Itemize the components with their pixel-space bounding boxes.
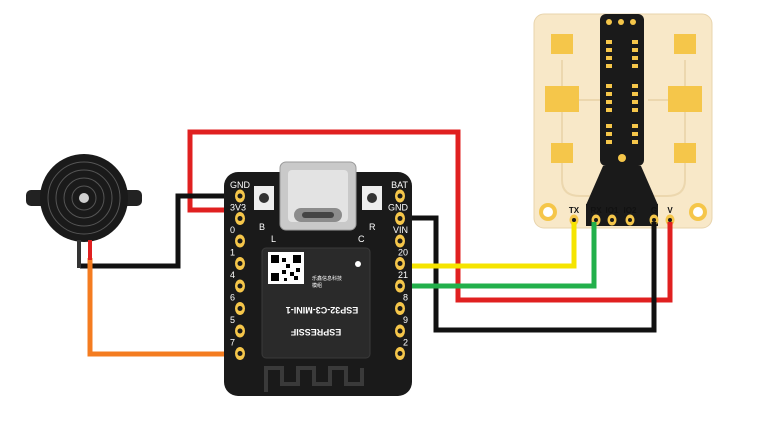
piezo-buzzer <box>26 154 142 268</box>
module-dot <box>355 261 361 267</box>
left-pin-label: GND <box>230 180 251 190</box>
right-pin-label: 20 <box>398 248 408 258</box>
right-pin-bat[interactable]: BAT <box>391 180 408 203</box>
left-pin-label: 6 <box>230 293 235 303</box>
sensor-pin-label: G <box>651 206 657 215</box>
board-pins-left: GND 3V3 0 1 4 6 5 7 <box>230 180 251 360</box>
left-pin-6[interactable]: 6 <box>230 293 245 316</box>
boot-button[interactable] <box>254 186 274 210</box>
esp32-c3-board: B R L C 乐鑫信息科技 模组 ESP32-C3-MINI-1 ESPRES… <box>224 161 412 396</box>
left-pin-4[interactable]: 4 <box>230 270 245 293</box>
module-model-label: ESP32-C3-MINI-1 <box>286 305 359 315</box>
reset-button[interactable] <box>362 186 382 210</box>
led-letter-c: C <box>358 234 365 244</box>
qr-code <box>268 252 304 284</box>
wire-green-21-to-rx <box>400 222 597 289</box>
wire-yellow-20-to-tx <box>400 222 577 269</box>
wire-black-gnd-to-buzzer <box>80 193 240 269</box>
sensor-pin-io1[interactable]: IO1 <box>606 206 619 226</box>
module-small-text-1: 乐鑫信息科技 <box>312 275 342 282</box>
sensor-mounting-holes <box>539 203 707 221</box>
right-pin-label: GND <box>388 203 409 213</box>
button-letter-b: B <box>259 222 265 232</box>
sensor-bottom-wedge <box>586 166 658 205</box>
sensor-pin-label: IO1 <box>606 206 619 215</box>
right-pin-20[interactable]: 20 <box>395 248 408 271</box>
left-pin-label: 5 <box>230 315 235 325</box>
buzzer-lead-negative <box>77 240 81 268</box>
left-pin-5[interactable]: 5 <box>230 315 245 338</box>
wire-red-3v3-to-v <box>187 129 673 303</box>
right-pin-label: BAT <box>391 180 408 190</box>
right-pin-21[interactable]: 21 <box>395 270 408 293</box>
left-pin-gnd[interactable]: GND <box>230 180 251 203</box>
wire-black-gnd-to-g <box>400 215 657 333</box>
sensor-pin-label: IO2 <box>624 206 637 215</box>
left-pin-1[interactable]: 1 <box>230 248 245 271</box>
espressif-brand-label: ESPRESSIF <box>290 327 341 337</box>
left-pin-label: 0 <box>230 225 235 235</box>
right-pin-gnd[interactable]: GND <box>388 203 409 226</box>
right-pin-label: 9 <box>403 315 408 325</box>
right-pin-9[interactable]: 9 <box>395 315 408 338</box>
led-letter-l: L <box>271 234 276 244</box>
sensor-chip-pads <box>606 19 638 162</box>
left-pin-label: 4 <box>230 270 235 280</box>
right-pin-2[interactable]: 2 <box>395 338 408 361</box>
left-pin-label: 1 <box>230 248 235 258</box>
wires <box>80 129 673 357</box>
sensor-pin-io2[interactable]: IO2 <box>624 206 637 226</box>
radar-sensor-module: TX RX IO1 IO2 G V <box>533 13 713 229</box>
buzzer-center <box>79 193 89 203</box>
left-pin-0[interactable]: 0 <box>230 225 245 248</box>
left-pin-3v3[interactable]: 3V3 <box>230 203 246 226</box>
right-pin-vin[interactable]: VIN <box>393 225 408 248</box>
left-pin-label: 7 <box>230 338 235 348</box>
sensor-pin-label: TX <box>569 206 580 215</box>
sensor-pin-label: RX <box>590 206 602 215</box>
module-small-text-2: 模组 <box>312 282 322 289</box>
sensor-pin-label: V <box>667 206 673 215</box>
right-pin-label: VIN <box>393 225 408 235</box>
left-pin-label: 3V3 <box>230 203 246 213</box>
board-antenna <box>264 366 364 392</box>
right-pin-8[interactable]: 8 <box>395 293 408 316</box>
board-pins-right: BAT GND VIN 20 21 8 9 2 <box>388 180 409 360</box>
right-pin-label: 21 <box>398 270 408 280</box>
right-pin-label: 8 <box>403 293 408 303</box>
button-letter-r: R <box>369 222 376 232</box>
buzzer-lead-positive <box>88 240 92 260</box>
right-pin-label: 2 <box>403 338 408 348</box>
left-pin-7[interactable]: 7 <box>230 338 245 361</box>
antenna-patches <box>545 34 702 163</box>
wire-orange-pin7-to-buzzer <box>87 258 240 357</box>
